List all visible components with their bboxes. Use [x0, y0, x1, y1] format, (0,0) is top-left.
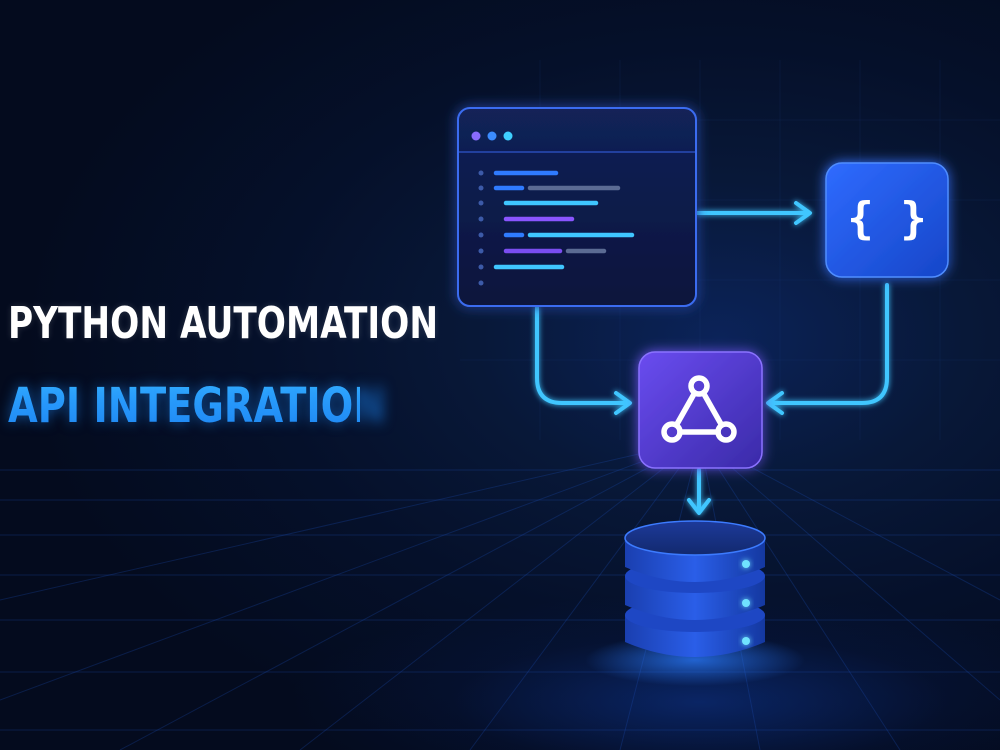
curly-braces-icon: { }	[847, 193, 926, 244]
window-dot-purple	[471, 131, 481, 141]
code-lines	[493, 170, 635, 270]
window-dot-blue	[487, 131, 497, 141]
headline-api-integration: API INTEGRATION	[8, 378, 386, 434]
code-line-bullets	[478, 170, 484, 286]
connector-json-to-webhook	[766, 283, 889, 415]
webhook-tile	[638, 351, 763, 469]
webhook-icon	[661, 375, 737, 443]
json-tile: { }	[825, 162, 949, 278]
database-icon	[585, 520, 805, 686]
floor-grid	[0, 439, 1000, 750]
window-dot-cyan	[503, 131, 513, 141]
connector-webhook-to-database	[687, 468, 711, 515]
database-indicator-lights	[742, 560, 750, 645]
connector-code-to-webhook	[535, 305, 632, 415]
code-editor-icon	[457, 107, 697, 307]
connector-code-to-json	[695, 201, 812, 225]
headline-python-automation: PYTHON AUTOMATION	[8, 298, 439, 349]
